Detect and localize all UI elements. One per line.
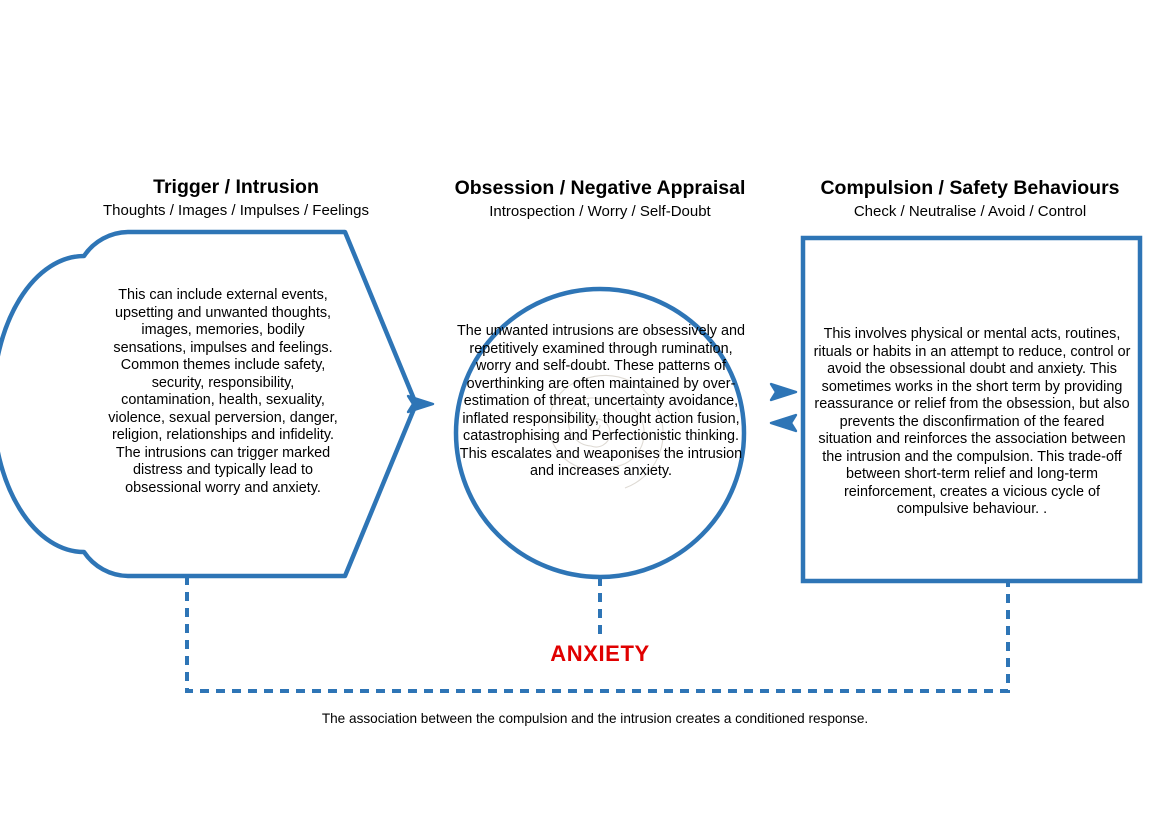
arrow-obsession-to-compulsion-icon [769,382,798,402]
arrow-trigger-to-obsession-icon [406,394,435,414]
column-title-obsession: Obsession / Negative Appraisal [454,177,746,199]
column-title-trigger: Trigger / Intrusion [153,176,319,198]
anxiety-label: ANXIETY [550,641,650,666]
column-heading-obsession: Obsession / Negative Appraisal Introspec… [440,177,760,221]
arrow-compulsion-to-obsession-icon [769,413,798,433]
trigger-body-text: This can include external events, upsett… [108,287,338,496]
column-heading-compulsion: Compulsion / Safety Behaviours Check / N… [800,177,1140,221]
column-heading-trigger: Trigger / Intrusion Thoughts / Images / … [36,176,436,220]
dashed-feedback-loop-path [185,576,1010,693]
obsession-body-text: The unwanted intrusions are obsessively … [457,323,745,479]
column-subtitle-obsession: Introspection / Worry / Self-Doubt [489,203,711,220]
column-title-compulsion: Compulsion / Safety Behaviours [820,177,1120,199]
column-subtitle-trigger: Thoughts / Images / Impulses / Feelings [103,202,369,219]
compulsion-body-text: This involves physical or mental acts, r… [813,326,1131,517]
bottom-caption: The association between the compulsion a… [321,711,869,726]
column-subtitle-compulsion: Check / Neutralise / Avoid / Control [853,203,1087,220]
